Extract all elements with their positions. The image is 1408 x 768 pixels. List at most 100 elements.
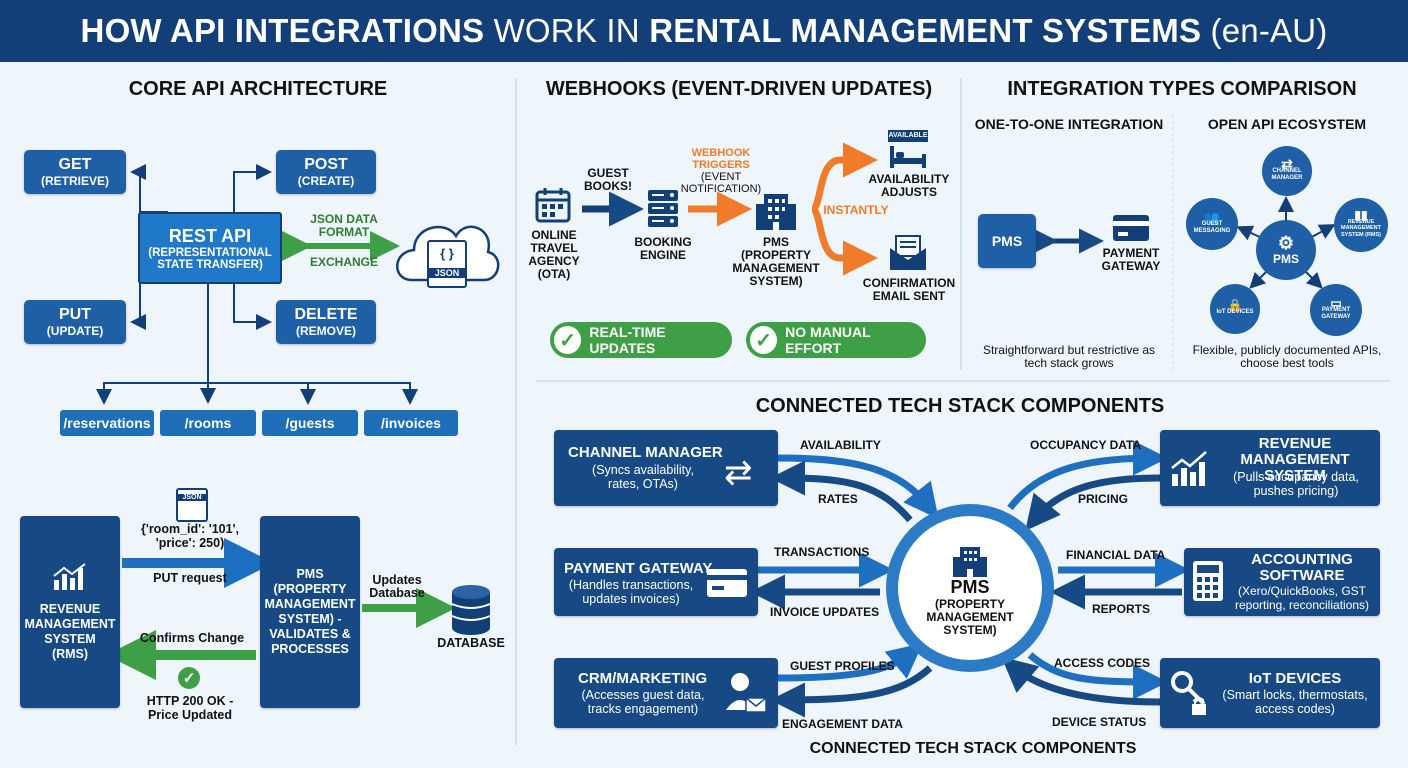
flow-label-availability: AVAILABILITY xyxy=(800,438,881,452)
get-method-box[interactable]: GET (RETRIEVE) xyxy=(24,150,126,194)
hub-line-3: MANAGEMENT xyxy=(926,610,1014,624)
whpms-line-2: (PROPERTY xyxy=(740,248,811,262)
guest-books-label: GUEST BOOKS! xyxy=(582,167,634,193)
ota-line-1: ONLINE xyxy=(531,228,577,242)
crm-desc-1: (Accesses guest data, xyxy=(581,688,705,702)
get-label: GET xyxy=(58,156,92,173)
put-method-box[interactable]: PUT (UPDATE) xyxy=(24,300,126,344)
trig-line-2: TRIGGERS xyxy=(692,159,750,171)
flow-revenue-out xyxy=(1007,440,1168,511)
channel-desc-1: (Syncs availability, xyxy=(592,463,694,477)
node-revenue-label: REVENUE MANAGEMENT SYSTEM (RMS) xyxy=(1340,218,1382,238)
bed-icon xyxy=(888,144,928,170)
iot-devices-box[interactable]: IoT DEVICES (Smart locks, thermostats, a… xyxy=(1160,658,1380,728)
crm-desc: (Accesses guest data, tracks engagement) xyxy=(568,688,718,716)
json-file-label: JSON xyxy=(429,268,465,278)
spoke-payment xyxy=(1305,271,1323,289)
put-label: PUT xyxy=(59,306,91,323)
post-method-box[interactable]: POST (CREATE) xyxy=(276,150,376,194)
one-to-one-title: ONE-TO-ONE INTEGRATION xyxy=(974,116,1164,132)
webhook-triggers-label: WEBHOOK TRIGGERS (EVENT NOTIFICATION) xyxy=(676,147,766,195)
flow-label-device-status: DEVICE STATUS xyxy=(1052,715,1147,729)
revenue-desc: (Pulls occupancy data, pushes pricing) xyxy=(1218,470,1374,498)
flow-label-occupancy-data: OCCUPANCY DATA xyxy=(1030,438,1142,452)
flow-iot-in xyxy=(1001,656,1161,706)
calculator-icon xyxy=(1193,561,1223,601)
open-api-note: Flexible, publicly documented APIs, choo… xyxy=(1180,344,1394,370)
chart-icon xyxy=(1171,451,1207,486)
open-api-pms-hub[interactable]: ⚙ PMS xyxy=(1256,220,1316,280)
whpms-line-3: MANAGEMENT xyxy=(732,261,820,275)
pms-line-1: PMS xyxy=(296,567,324,581)
flow-channel-in xyxy=(770,460,913,523)
channel-manager-box[interactable]: CHANNEL MANAGER (Syncs availability, rat… xyxy=(554,430,778,506)
flow-crm-out xyxy=(777,643,923,682)
onepay-line-2: GATEWAY xyxy=(1101,259,1161,273)
node-payment-gateway[interactable]: ▭ PAYMENT GATEWAY xyxy=(1310,284,1362,336)
lock-icon: 🔒 xyxy=(1227,298,1243,312)
whpms-line-4: SYSTEM) xyxy=(749,274,803,288)
accounting-software-box[interactable]: ACCOUNTING SOFTWARE (Xero/QuickBooks, GS… xyxy=(1184,548,1380,616)
onenote-line-1: Straightforward but restrictive as xyxy=(982,343,1156,357)
integration-types-title: INTEGRATION TYPES COMPARISON xyxy=(1007,78,1357,100)
channel-title: CHANNEL MANAGER xyxy=(568,444,723,461)
updates-line-1: Updates xyxy=(372,573,422,587)
flow-label-access-codes: ACCESS CODES xyxy=(1054,656,1151,670)
payment-gateway-box[interactable]: PAYMENT GATEWAY (Handles transactions, u… xyxy=(554,548,758,616)
pms-hub[interactable]: PMS (PROPERTY MANAGEMENT SYSTEM) xyxy=(906,524,1034,654)
revenue-desc-2: pushes pricing) xyxy=(1253,484,1339,498)
node-iot-label: IoT DEVICES xyxy=(1216,309,1254,315)
trig-line-3: (EVENT xyxy=(700,171,742,183)
core-architecture-title: CORE API ARCHITECTURE xyxy=(128,78,388,100)
node-guest-messaging[interactable]: 👥 GUEST MESSAGING xyxy=(1186,198,1238,250)
users-icon: 👥 xyxy=(1203,209,1221,225)
flow-iot-out xyxy=(1027,652,1168,700)
pms-validate-box[interactable]: PMS (PROPERTY MANAGEMENT SYSTEM) - VALID… xyxy=(260,516,360,708)
node-iot-devices[interactable]: 🔒 IoT DEVICES xyxy=(1210,284,1260,334)
json-doc-label: JSON xyxy=(178,494,206,501)
endpoint-rooms[interactable]: /rooms xyxy=(160,410,256,436)
rest-api-box[interactable]: REST API (REPRESENTATIONAL STATE TRANSFE… xyxy=(138,212,282,284)
calendar-icon xyxy=(535,187,571,223)
node-guest-label: GUEST MESSAGING xyxy=(1193,220,1231,234)
rms-line-4: (RMS) xyxy=(51,647,89,661)
node-channel-manager[interactable]: ⇄ CHANNEL MANAGER xyxy=(1262,146,1312,196)
booking-engine-label: BOOKING ENGINE xyxy=(630,236,696,262)
delete-desc: (REMOVE) xyxy=(296,324,356,338)
rms-box[interactable]: REVENUE MANAGEMENT SYSTEM (RMS) xyxy=(20,516,120,708)
revenue-title-1: REVENUE xyxy=(1258,435,1332,452)
updates-database-label: Updates Database xyxy=(362,574,432,600)
arrow-pms-to-availability xyxy=(810,142,878,213)
flow-label-guest-profiles: GUEST PROFILES xyxy=(790,659,895,673)
accounting-title-1: ACCOUNTING xyxy=(1251,551,1353,568)
payload-line-2: 'price': 250) xyxy=(155,536,225,550)
flow-crm-in xyxy=(770,665,933,718)
accounting-desc-2: reporting, reconciliations) xyxy=(1234,598,1370,612)
open-api-title: OPEN API ECOSYSTEM xyxy=(1207,116,1367,132)
delete-method-box[interactable]: DELETE (REMOVE) xyxy=(276,300,376,344)
one-to-one-pms-box[interactable]: PMS xyxy=(978,214,1036,268)
realtime-updates-pill: ✓ REAL-TIME UPDATES xyxy=(550,322,732,358)
endpoint-guests[interactable]: /guests xyxy=(262,410,358,436)
endpoint-reservations[interactable]: /reservations xyxy=(60,410,154,436)
endpoint-invoices[interactable]: /invoices xyxy=(364,410,458,436)
one-to-one-note: Straightforward but restrictive as tech … xyxy=(972,344,1166,370)
onenote-line-2: tech stack grows xyxy=(1024,356,1114,370)
accounting-desc: (Xero/QuickBooks, GST reporting, reconci… xyxy=(1222,584,1382,612)
flow-label-engagement-data: ENGAGEMENT DATA xyxy=(782,717,903,731)
revenue-management-box[interactable]: REVENUE MANAGEMENT SYSTEM (Pulls occupan… xyxy=(1160,430,1380,506)
flow-label-pricing: PRICING xyxy=(1078,492,1129,506)
arrow-rest-to-get xyxy=(130,164,168,213)
confirmation-email-label: CONFIRMATION EMAIL SENT xyxy=(860,277,958,303)
pms-hub-ring-inner xyxy=(898,516,1042,660)
credit-card-icon xyxy=(707,569,747,597)
whpms-line-1: PMS xyxy=(762,235,789,249)
ota-line-2: TRAVEL xyxy=(530,241,578,255)
json-file-icon: { } JSON xyxy=(427,240,467,288)
crm-marketing-box[interactable]: CRM/MARKETING (Accesses guest data, trac… xyxy=(554,658,778,728)
json-format-line-1: JSON DATA xyxy=(310,212,378,226)
http-status-label: HTTP 200 OK - Price Updated xyxy=(128,694,252,722)
channel-desc: (Syncs availability, rates, OTAs) xyxy=(568,463,718,491)
node-revenue-management[interactable]: ▮▮ REVENUE MANAGEMENT SYSTEM (RMS) xyxy=(1334,198,1388,252)
